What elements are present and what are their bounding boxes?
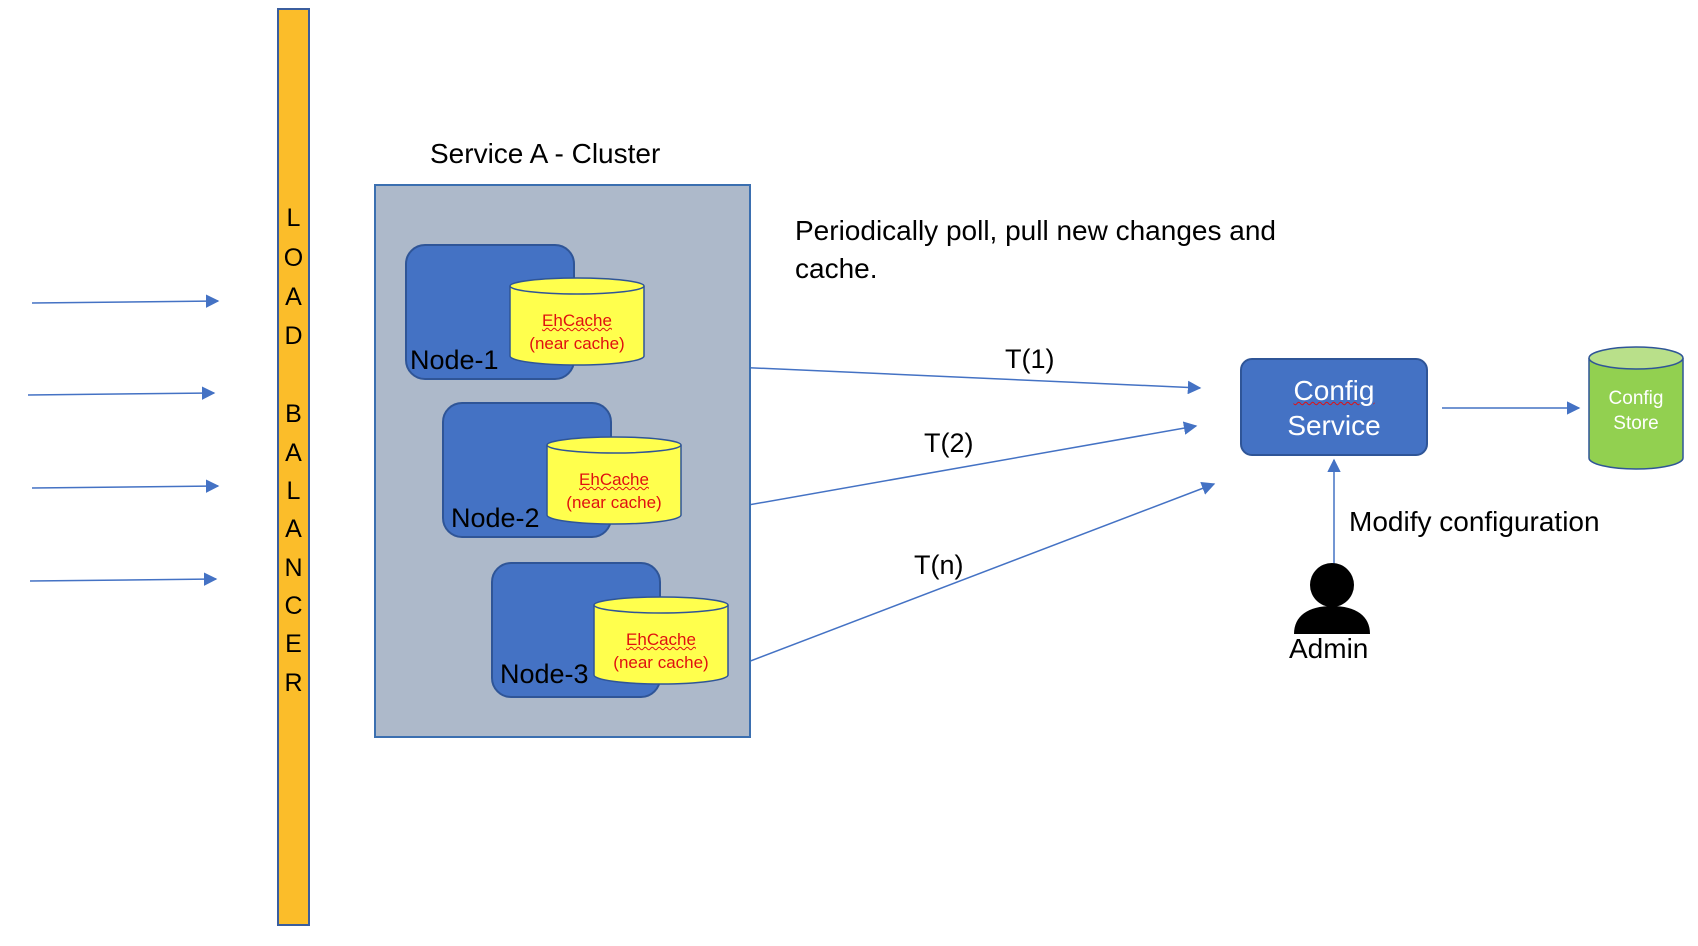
- load-balancer-letter: D: [284, 322, 303, 350]
- config-service-line1: Config: [1293, 375, 1375, 406]
- incoming-request-arrow: [29, 572, 218, 586]
- cache-cylinder: EhCache (near cache): [593, 596, 729, 686]
- node-label: Node-3: [500, 659, 589, 689]
- node-label: Node-2: [451, 503, 540, 533]
- cache-cylinder: EhCache (near cache): [546, 436, 682, 526]
- load-balancer-letter: L: [286, 204, 301, 232]
- node-label: Node-1: [410, 345, 499, 375]
- database-icon: [593, 596, 729, 685]
- cache-note: (near cache): [613, 653, 709, 672]
- cache-note: (near cache): [529, 334, 625, 353]
- edge-label-tn: T(n): [914, 550, 964, 580]
- load-balancer: L O A D B A L A N C E R: [277, 8, 310, 926]
- load-balancer-letter: R: [284, 669, 303, 697]
- node3-poll-arrow: [663, 482, 1216, 695]
- database-icon: [546, 436, 682, 525]
- admin-user-icon: [1294, 563, 1370, 634]
- cache-name: EhCache: [626, 630, 696, 649]
- config-store-line1: Config: [1608, 388, 1664, 409]
- config-store-line2: Store: [1613, 413, 1659, 434]
- incoming-request-arrow: [31, 479, 220, 493]
- admin-label: Admin: [1289, 633, 1369, 664]
- config-store: Config Store: [1588, 346, 1684, 470]
- load-balancer-letter: B: [285, 400, 302, 428]
- incoming-request-arrow: [31, 294, 220, 308]
- cache-cylinder: EhCache (near cache): [509, 277, 645, 367]
- load-balancer-letter: C: [284, 592, 303, 620]
- modify-configuration-label: Modify configuration: [1349, 506, 1600, 537]
- load-balancer-letter: E: [285, 630, 302, 658]
- load-balancer-letter: L: [286, 477, 301, 505]
- load-balancer-letter: N: [284, 554, 303, 582]
- database-icon: [509, 277, 645, 366]
- edge-label-t1: T(1): [1005, 344, 1055, 374]
- cache-note: (near cache): [566, 493, 662, 512]
- poll-note: Periodically poll, pull new changes and …: [795, 215, 1276, 284]
- cluster-title: Service A - Cluster: [430, 138, 661, 169]
- cache-name: EhCache: [542, 311, 612, 330]
- config-service-line2: Service: [1287, 410, 1381, 441]
- config-service: Config Service: [1240, 358, 1428, 456]
- load-balancer-letter: A: [285, 515, 302, 543]
- edge-label-t2: T(2): [924, 428, 974, 458]
- cache-name: EhCache: [579, 470, 649, 489]
- load-balancer-letter: A: [285, 283, 302, 311]
- load-balancer-letter: O: [283, 244, 304, 272]
- database-icon: [1588, 346, 1684, 470]
- incoming-request-arrow: [27, 386, 216, 400]
- load-balancer-letter: A: [285, 439, 302, 467]
